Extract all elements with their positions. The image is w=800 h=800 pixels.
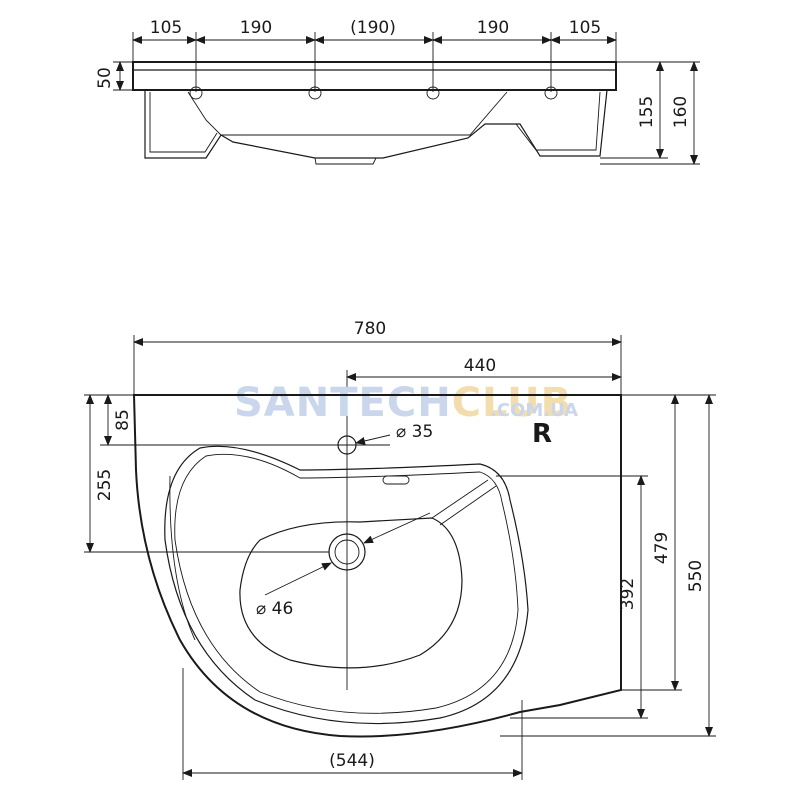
leader-large [264, 562, 332, 596]
dim-overall-width: 780 [354, 319, 386, 339]
tap-hole-4 [544, 86, 558, 100]
dim-width-4: 190 [477, 18, 509, 38]
basin-top-slab [132, 61, 617, 91]
basin-ridge [431, 479, 489, 519]
dim-hole-46: ⌀ 46 [256, 599, 293, 619]
dim-height-155: 155 [637, 96, 657, 128]
left-support [149, 92, 218, 153]
watermark-suffix: .COM.UA [490, 400, 578, 421]
drain-outlet [314, 157, 377, 165]
side-view: 105 190 (190) 190 105 50 155 160 [95, 18, 700, 165]
watermark: SANTECHCLUB [234, 380, 572, 426]
dim-bottom-width: (544) [329, 751, 375, 771]
rim-flow-line [169, 475, 196, 641]
watermark-part-a: SANTECH [234, 380, 452, 426]
bowl-basin [239, 517, 463, 669]
dim-right-479: 479 [652, 532, 672, 564]
dim-right-392: 392 [618, 578, 638, 610]
dim-width-5: 105 [569, 18, 601, 38]
dim-width-1: 105 [150, 18, 182, 38]
dim-width-3: (190) [350, 18, 396, 38]
basin-bowl-profile [144, 89, 608, 159]
watermark-part-b: CLUB [452, 380, 572, 426]
dim-height-left: 50 [95, 67, 115, 89]
side-label: R [532, 419, 552, 449]
tap-hole-1 [189, 86, 203, 100]
bowl-rim-inner [174, 453, 519, 714]
tap-hole-2 [308, 86, 322, 100]
dim-height-160: 160 [671, 96, 691, 128]
leader-large [363, 512, 431, 544]
bowl-rim [164, 445, 529, 725]
overflow-slot [382, 475, 410, 485]
dim-hole-35: ⌀ 35 [396, 422, 433, 442]
dim-right-550: 550 [686, 560, 706, 592]
basin-outline [132, 394, 622, 738]
dim-left-255: 255 [95, 469, 115, 501]
bowl-inner [187, 91, 508, 136]
tap-hole-3 [426, 86, 440, 100]
dim-partial-width: 440 [464, 356, 496, 376]
leader-small [355, 434, 391, 445]
dim-left-85: 85 [113, 409, 133, 431]
dim-width-2: 190 [240, 18, 272, 38]
plan-view: 780 440 SANTECHCLUB .COM.UA ⌀ 35 ⌀ 46 [84, 319, 716, 780]
right-support [487, 91, 601, 151]
basin-ridge [439, 485, 497, 526]
